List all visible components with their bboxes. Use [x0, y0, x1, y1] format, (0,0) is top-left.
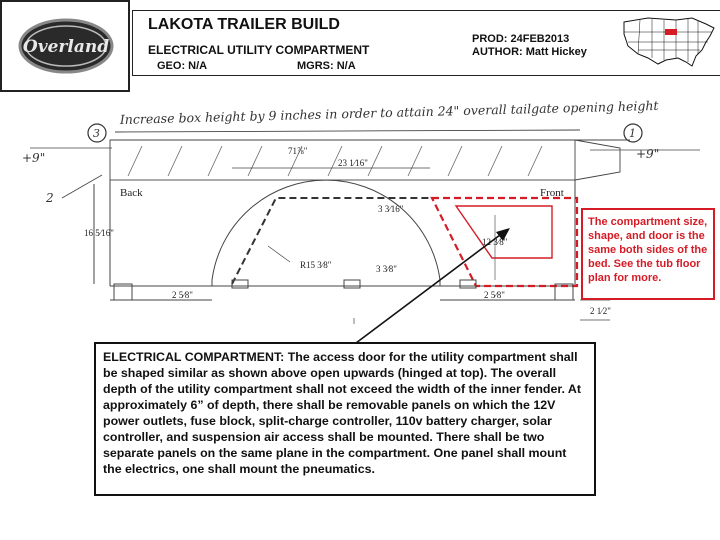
handwritten-note: Increase box height by 9 inches in order…	[119, 98, 660, 127]
marker-2-label: 2	[45, 191, 54, 205]
compartment-outline-red	[430, 196, 579, 288]
side-note: The compartment size, shape, and door is…	[581, 208, 715, 300]
dim-door-height: 12 3⁄8"	[482, 237, 508, 247]
main-note: ELECTRICAL COMPARTMENT: The access door …	[94, 342, 596, 496]
dim-slope: 3 3⁄8"	[376, 264, 397, 274]
dim-top-width: 71⅞"	[288, 146, 308, 156]
marker-left-label: 3	[93, 127, 100, 140]
mgrs-label: MGRS: N/A	[297, 60, 356, 72]
dim-right-bottom: 2 5⁄8"	[484, 290, 505, 300]
header-frame	[132, 10, 720, 76]
dim-height: 16 5⁄16"	[84, 228, 114, 238]
dim-radius: R15 3⁄8"	[300, 260, 332, 270]
author-label: AUTHOR: Matt Hickey	[472, 46, 587, 58]
nebraska-highlight	[665, 29, 677, 35]
dim-inner-width: 23 1⁄16"	[338, 158, 368, 168]
compartment-outline-black	[231, 197, 432, 285]
logo-text: Overland	[23, 37, 109, 57]
dim-right-low: 2 1⁄2"	[590, 306, 611, 316]
plus-nine-left: +9"	[22, 151, 45, 165]
marker-right-label: 1	[629, 127, 636, 140]
logo-frame: Overland	[0, 0, 130, 92]
compartment-door	[454, 205, 553, 259]
plus-nine-right: +9"	[636, 147, 659, 161]
page-subtitle: ELECTRICAL UTILITY COMPARTMENT	[148, 43, 370, 57]
label-front: Front	[540, 187, 564, 199]
leader-arrow	[355, 231, 505, 344]
trailer-side-drawing: Increase box height by 9 inches in order…	[22, 98, 700, 344]
overland-logo: Overland	[18, 18, 114, 74]
us-locator-map	[618, 12, 718, 74]
marker-circle-left	[87, 123, 107, 143]
geo-label: GEO: N/A	[157, 60, 208, 72]
label-back: Back	[120, 187, 143, 199]
prod-date: PROD: 24FEB2013	[472, 33, 570, 45]
dim-left-bottom: 2 5⁄8"	[172, 290, 193, 300]
marker-circle-right	[623, 123, 643, 143]
page-title: LAKOTA TRAILER BUILD	[148, 16, 340, 33]
dim-door-depth: 3 3⁄16"	[378, 204, 404, 214]
